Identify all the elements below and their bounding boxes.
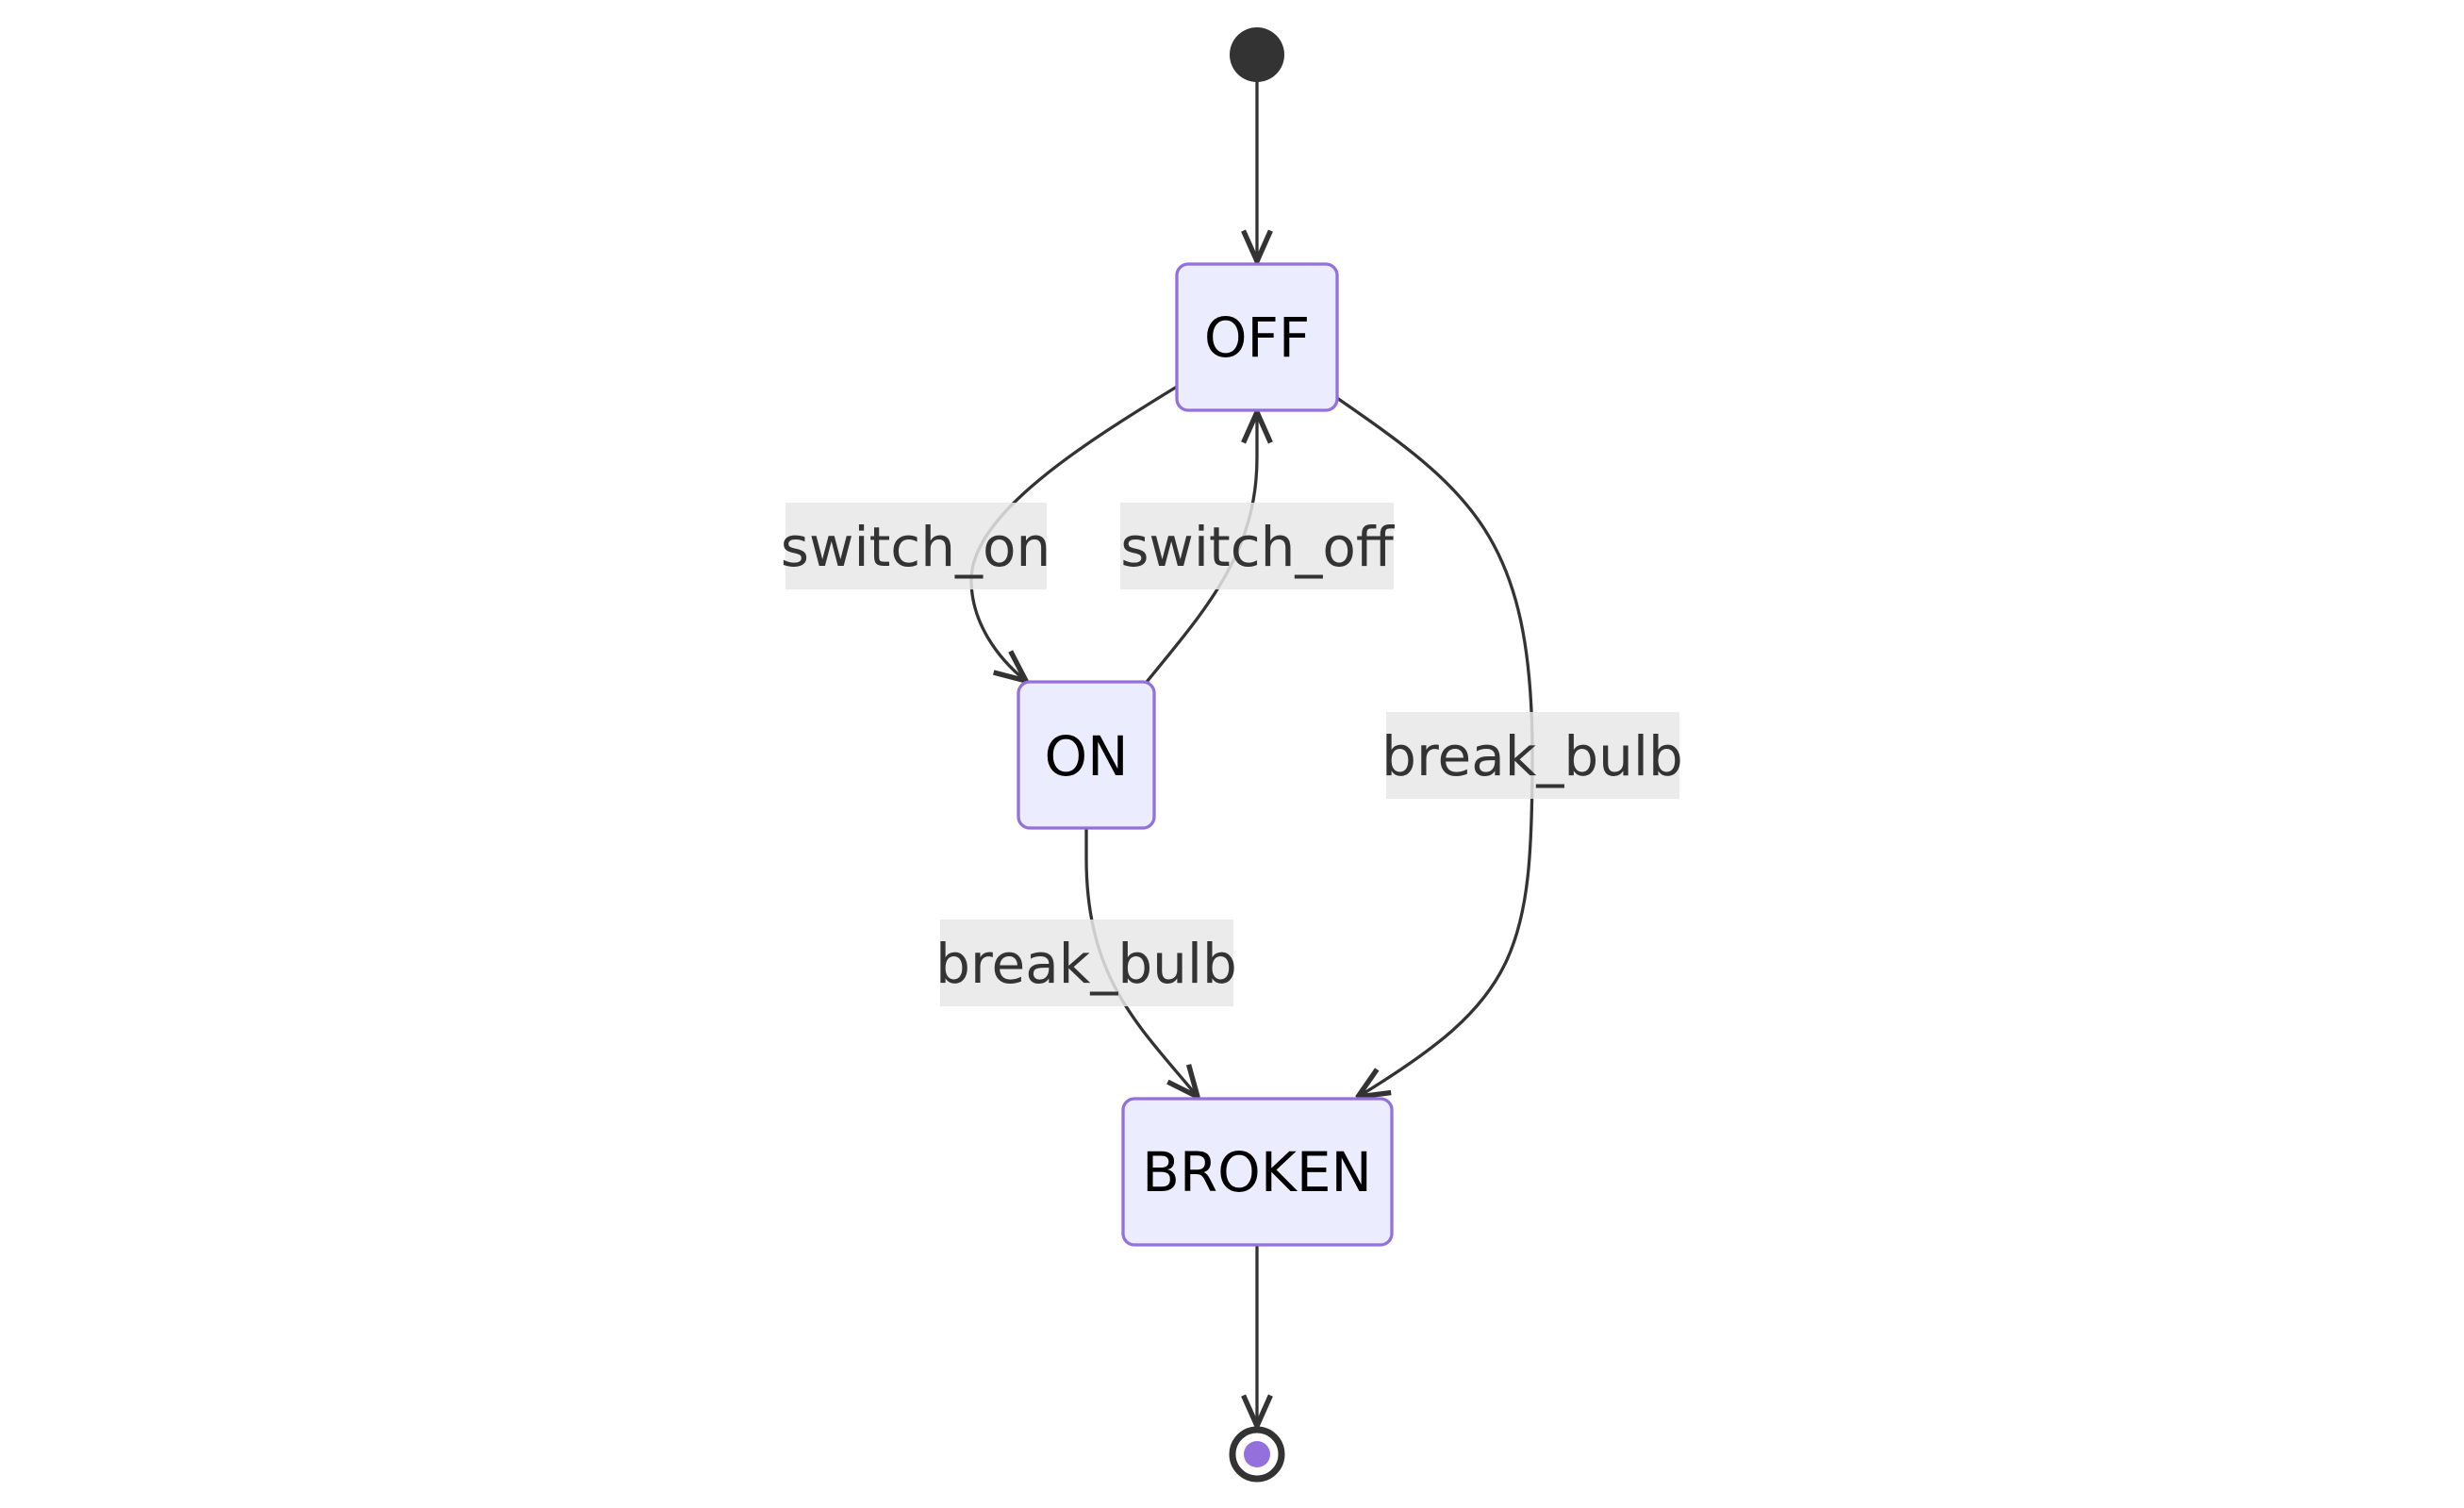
edge-label-break-bulb-on-text: break_bulb (935, 932, 1237, 996)
state-on-label: ON (1044, 724, 1128, 788)
state-broken-label: BROKEN (1142, 1140, 1372, 1204)
edge-label-break-bulb-off-text: break_bulb (1381, 724, 1683, 788)
edge-label-break-bulb-off: break_bulb (1381, 712, 1683, 799)
state-on[interactable]: ON (1017, 680, 1156, 830)
edge-label-switch-off-text: switch_off (1120, 515, 1396, 579)
state-broken[interactable]: BROKEN (1121, 1097, 1394, 1247)
edge-label-break-bulb-on: break_bulb (935, 920, 1237, 1006)
state-off[interactable]: OFF (1175, 262, 1339, 412)
state-off-label: OFF (1204, 306, 1310, 370)
end-node (1229, 1426, 1285, 1483)
edge-label-switch-off: switch_off (1120, 503, 1396, 589)
edge-label-switch-on-text: switch_on (781, 515, 1050, 579)
start-node (1230, 27, 1284, 82)
edge-label-switch-on: switch_on (781, 503, 1050, 589)
